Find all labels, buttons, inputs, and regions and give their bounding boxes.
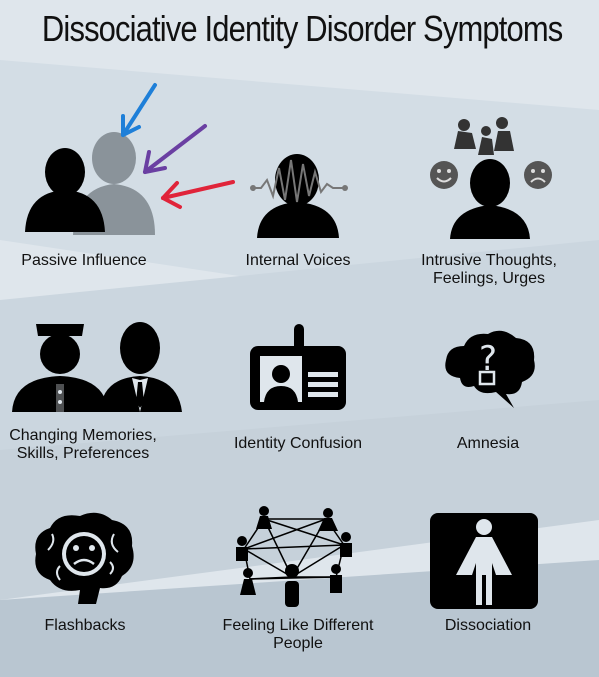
symptom-label-different-people: Feeling Like Different People: [222, 617, 374, 652]
symptom-label-flashbacks: Flashbacks: [44, 617, 126, 634]
people-network-icon: [236, 506, 352, 607]
head-with-emotions-icon: [430, 117, 552, 239]
symptom-label-changing-memories: Changing Memories, Skills, Preferences: [9, 427, 157, 462]
id-badge-icon: [250, 324, 346, 410]
symptom-label-amnesia: Amnesia: [456, 435, 520, 452]
woman-sign-icon: [430, 513, 538, 609]
symptom-label-internal-voices: Internal Voices: [245, 252, 351, 269]
sad-brain-icon: [35, 512, 134, 604]
svg-text:?: ?: [479, 339, 497, 379]
symptom-label-intrusive-thoughts: Intrusive Thoughts, Feelings, Urges: [421, 252, 557, 287]
symptom-label-dissociation: Dissociation: [444, 617, 532, 634]
symptom-label-identity-confusion: Identity Confusion: [233, 435, 363, 452]
page-title: Dissociative Identity Disorder Symptoms: [41, 8, 563, 49]
head-with-soundwave-icon: [250, 154, 348, 238]
symptom-label-passive-influence: Passive Influence: [21, 252, 147, 269]
two-people-icon: [12, 322, 182, 412]
question-cloud-icon: ?: [445, 330, 535, 408]
silhouette-with-shadow-and-arrows-icon: [25, 83, 235, 235]
